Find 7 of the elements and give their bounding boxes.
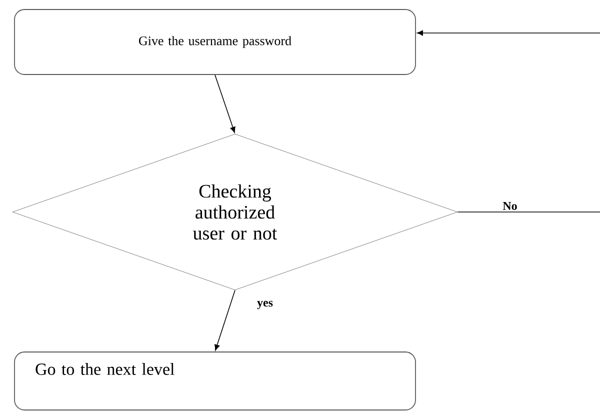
arrow bbox=[214, 290, 236, 351]
process-box: Go to the next level bbox=[14, 352, 416, 410]
edge-label: No bbox=[502, 201, 518, 211]
process-box: Give the username password bbox=[14, 9, 416, 75]
edge-label: yes bbox=[256, 300, 274, 310]
arrow bbox=[214, 74, 236, 133]
arrow bbox=[417, 30, 600, 212]
